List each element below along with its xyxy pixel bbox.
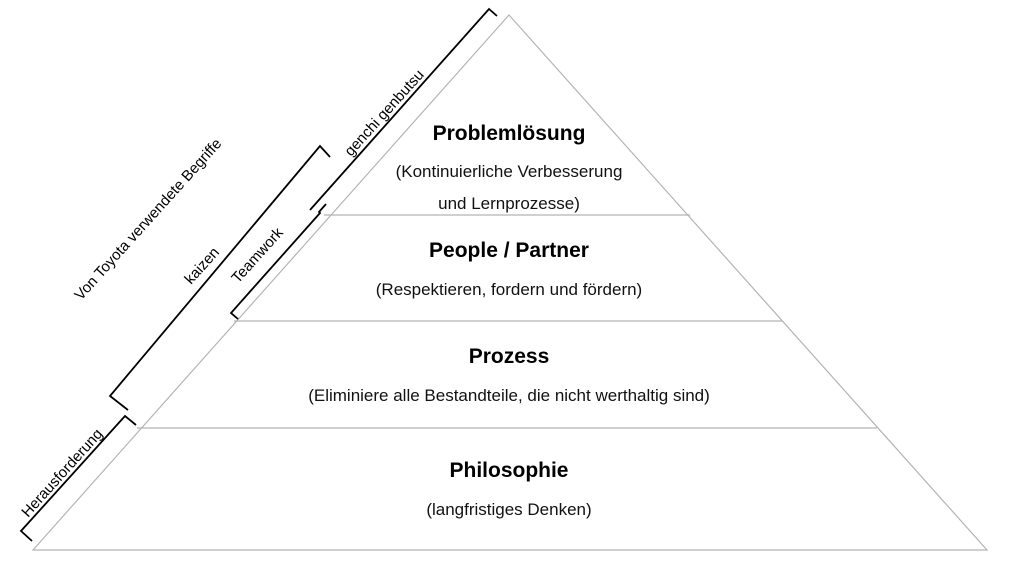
level-desc-prozess: (Eliminiere alle Bestandteile, die nicht… — [308, 386, 710, 405]
level-people-partner: People / Partner (Respektieren, fordern … — [376, 239, 642, 299]
level-desc-problemloesung-line1: (Kontinuierliche Verbesserung — [396, 162, 623, 181]
bracket-teamwork: Teamwork — [228, 203, 327, 320]
bracket-herausforderung: Herausforderung — [18, 414, 137, 542]
level-desc-philosophie: (langfristiges Denken) — [426, 500, 591, 519]
level-title-people-partner: People / Partner — [429, 239, 589, 262]
label-kaizen: kaizen — [181, 244, 223, 288]
pyramid-outline — [31, 14, 989, 551]
level-problemloesung: Problemlösung (Kontinuierliche Verbesser… — [396, 122, 623, 213]
bracket-kaizen: kaizen — [108, 144, 331, 411]
level-desc-people-partner: (Respektieren, fordern und fördern) — [376, 280, 642, 299]
label-herausforderung: Herausforderung — [18, 426, 106, 521]
level-title-problemloesung: Problemlösung — [433, 122, 586, 145]
level-title-philosophie: Philosophie — [449, 459, 568, 482]
label-genchi-genbutsu: genchi genbutsu — [341, 66, 427, 159]
level-philosophie: Philosophie (langfristiges Denken) — [426, 459, 591, 519]
label-teamwork: Teamwork — [228, 224, 287, 287]
level-prozess: Prozess (Eliminiere alle Bestandteile, d… — [308, 345, 710, 405]
level-desc-problemloesung-line2: und Lernprozesse) — [438, 194, 580, 213]
level-title-prozess: Prozess — [469, 345, 550, 368]
